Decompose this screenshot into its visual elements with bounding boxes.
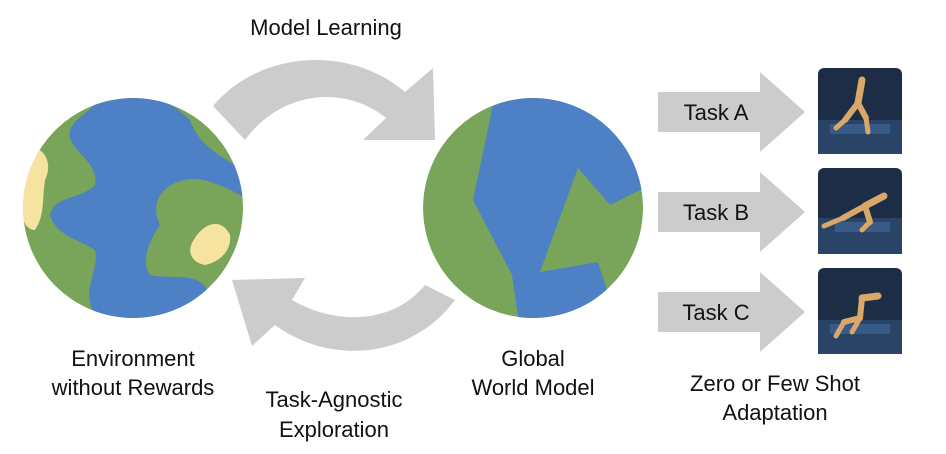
task-c-thumbnail [818,268,902,354]
environment-globe [23,98,243,318]
adaptation-label-line2: Adaptation [722,400,828,425]
environment-label-line1: Environment [71,346,195,371]
task-c-label: Task C [682,300,749,325]
exploration-arrow [232,278,455,351]
task-b-thumbnail [818,168,902,254]
task-b-arrow: Task B [658,172,805,252]
model-learning-label: Model Learning [250,15,402,40]
task-a-arrow: Task A [658,72,805,152]
global-model-label-line1: Global [501,346,565,371]
exploration-label-line2: Exploration [278,417,390,442]
environment-label-line2: without Rewards [51,375,215,400]
task-c-arrow: Task C [658,272,805,352]
exploration-label-line1: Task-Agnostic [265,387,403,412]
model-learning-arrow [213,60,435,140]
adaptation-label-line1: Zero or Few Shot [690,371,860,396]
global-world-model-globe [423,98,643,318]
task-a-label: Task A [684,100,749,125]
task-b-label: Task B [683,200,749,225]
global-model-label-line2: World Model [471,375,595,400]
task-a-thumbnail [818,68,902,154]
